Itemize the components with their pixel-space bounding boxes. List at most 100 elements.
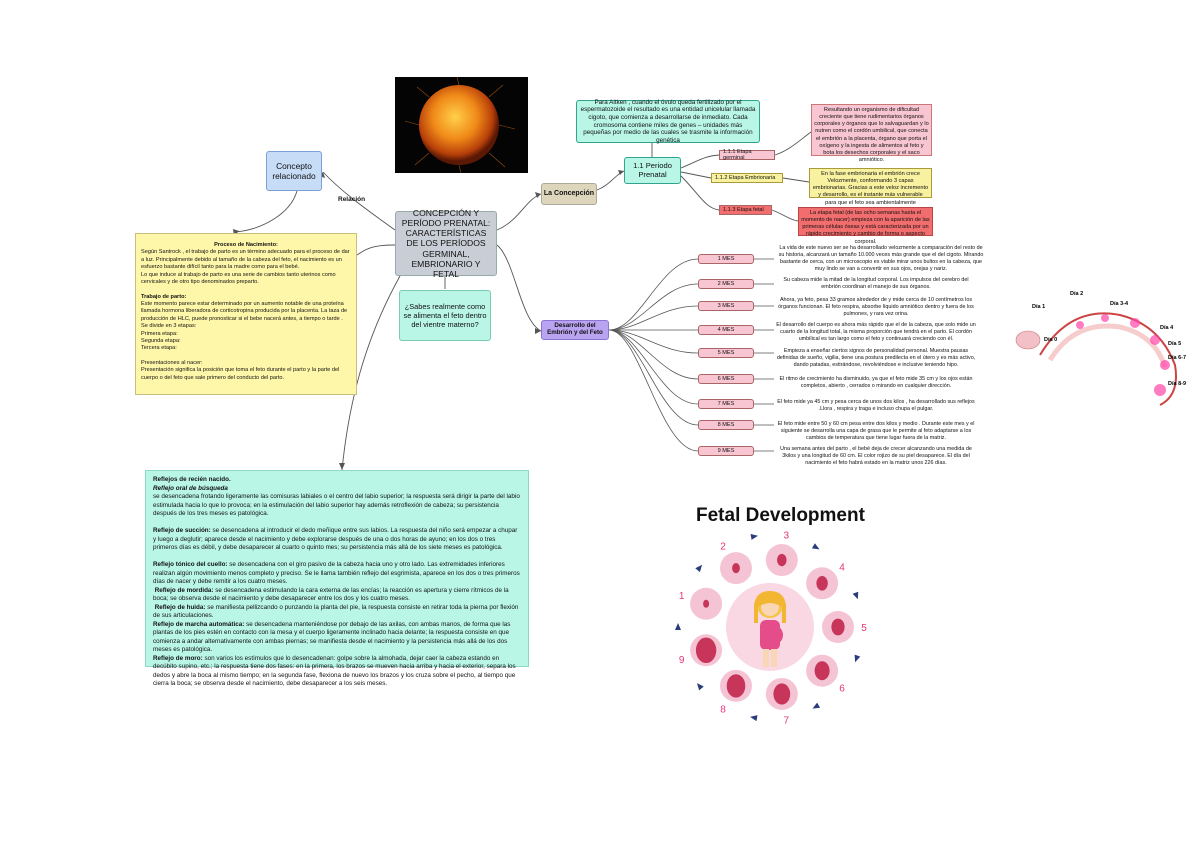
fertilization-diagram: Día 1 Día 2 Día 3-4 Día 4 Día 5 Día 6-7 … xyxy=(1015,291,1186,406)
month-8[interactable]: 8 MES xyxy=(698,420,754,430)
arrow-icon xyxy=(675,623,681,630)
arrow-icon xyxy=(696,683,704,691)
reflex-text: se manifiesta pellizcando o punzando la … xyxy=(153,603,519,620)
month-3-text: Ahora, ya feto, pesa 33 gramos alrededor… xyxy=(778,297,974,318)
labor-line: Este momento parece estar determinado po… xyxy=(141,301,348,322)
fetus-icon xyxy=(732,563,740,574)
fetal-development-wheel: 1 2 3 4 5 6 7 8 9 xyxy=(675,530,867,727)
arrow-icon xyxy=(852,591,859,600)
month-1[interactable]: 1 MES xyxy=(698,254,754,264)
month-number: 9 xyxy=(679,655,685,666)
fetus-icon xyxy=(703,599,710,608)
day-label: Día 6-7 xyxy=(1168,355,1186,361)
fetus-icon xyxy=(831,618,845,636)
arrow-icon xyxy=(695,564,703,573)
arrow-icon xyxy=(854,654,861,663)
related-concept-node[interactable]: Concepto relacionado xyxy=(266,151,322,191)
reflexes-title: Reflejos de recién nacido. xyxy=(153,476,231,483)
stage-embryonic-desc: En la fase embrionaria el embrión crece … xyxy=(809,168,932,213)
birth-line: Según Santrock , el trabajo de parto es … xyxy=(141,249,350,271)
arrow-icon xyxy=(750,533,758,540)
cell-photo xyxy=(395,77,528,173)
reflex-name: Reflejo de moro: xyxy=(153,654,203,662)
reflex-name: Reflejo de marcha automática: xyxy=(153,620,245,628)
month-number: 6 xyxy=(839,683,845,694)
month-5-text: Empieza a enseñar ciertos signos de pers… xyxy=(776,348,976,369)
arrow-icon xyxy=(811,543,820,550)
presentation-line: Presentaciones al nacer: xyxy=(141,360,203,366)
reflex-name: Reflejo oral de búsqueda xyxy=(153,484,228,492)
fetus-icon xyxy=(695,637,717,664)
reflex-name: Reflejo tónico del cuello: xyxy=(153,561,228,568)
month-9[interactable]: 9 MES xyxy=(698,446,754,456)
month-1-text: La vida de este nuevo ser se ha desarrol… xyxy=(778,245,984,273)
day-label: Día 5 xyxy=(1168,341,1181,347)
day-label: Día 1 xyxy=(1032,304,1045,310)
mother-figure-icon xyxy=(754,591,786,667)
month-4[interactable]: 4 MES xyxy=(698,325,754,335)
presentation-line: Presentación significa la posición que t… xyxy=(141,367,340,381)
month-number: 3 xyxy=(784,530,790,541)
newborn-reflexes-note[interactable]: Reflejos de recién nacido. Reflejo oral … xyxy=(145,470,529,687)
fetus-icon xyxy=(816,575,828,591)
day-label: Día 4 xyxy=(1160,325,1174,331)
reflex-name: Reflejo de succión: xyxy=(153,527,211,534)
reflex-text: se desencadena al introducir el dedo meñ… xyxy=(153,527,518,551)
birth-line: Lo que induce al trabajo de parto es una… xyxy=(141,271,336,285)
relation-label: Relación xyxy=(338,196,366,203)
labor-line: Tercera etapa: xyxy=(141,345,177,352)
month-number: 7 xyxy=(784,716,790,727)
month-number: 1 xyxy=(679,591,685,602)
month-7-text: El feto mide ya 45 cm y pesa cerca de un… xyxy=(777,399,975,413)
labor-line: Se divide en 3 etapas: xyxy=(141,323,197,330)
reflex-text: son varios los estímulos que lo desencad… xyxy=(153,654,516,688)
fetus-icon xyxy=(773,683,791,705)
arrow-icon xyxy=(750,715,758,722)
month-6-text: El ritmo de crecimiento ha disminuido, y… xyxy=(779,376,973,390)
fetus-icon xyxy=(726,674,746,698)
month-number: 5 xyxy=(861,623,867,634)
question-node[interactable]: ¿Sabes realmente como se alimenta el fet… xyxy=(399,290,491,341)
birth-process-title: Proceso de Nacimiento: xyxy=(214,242,278,248)
month-number: 2 xyxy=(720,542,726,553)
stage-germinal-desc: Resultando un organismo de dificultad cr… xyxy=(811,104,932,163)
month-2[interactable]: 2 MES xyxy=(698,279,754,289)
stage-germinal[interactable]: 1.1.1 Etapa germinal xyxy=(719,149,775,161)
aitken-note[interactable]: Para Aitken , cuando el óvulo queda fert… xyxy=(576,99,760,144)
reflex-text: se desencadena estimulando la cara exter… xyxy=(153,586,509,603)
reflex-name: Reflejo de huida: xyxy=(154,603,206,611)
day-label: Día 0 xyxy=(1044,337,1057,343)
labor-line: Primera etapa: xyxy=(141,330,178,337)
month-9-text: Una semana antes del parto , el bebé dej… xyxy=(780,446,972,467)
fetus-icon xyxy=(814,661,830,681)
month-5[interactable]: 5 MES xyxy=(698,348,754,358)
arrow-icon xyxy=(812,702,821,709)
central-topic[interactable]: CONCEPCIÓN Y PERÍODO PRENATAL: CARACTERÍ… xyxy=(395,208,497,279)
development-node[interactable]: Desarrollo del Embrión y del Feto xyxy=(541,320,609,340)
conception-node[interactable]: La Concepción xyxy=(541,183,597,205)
stage-embryonic[interactable]: 1.1.2 Etapa Embrionaria xyxy=(711,173,783,183)
day-label: Día 3-4 xyxy=(1110,301,1129,307)
birth-process-note[interactable]: Proceso de Nacimiento: Según Santrock , … xyxy=(135,233,357,395)
labor-line: Segunda etapa: xyxy=(141,337,181,344)
reflex-text: se desencadena manteniéndose por debajo … xyxy=(153,620,511,654)
fetal-development-title: Fetal Development xyxy=(696,505,865,526)
month-2-text: Su cabeza mide la mitad de la longitud c… xyxy=(783,277,969,291)
month-7[interactable]: 7 MES xyxy=(698,399,754,409)
reflex-text: se desencadena con el giro pasivo de la … xyxy=(153,561,520,585)
day-label: Día 2 xyxy=(1070,291,1083,297)
fetus-icon xyxy=(777,553,787,567)
labor-subtitle: Trabajo de parto: xyxy=(141,293,187,300)
month-number: 8 xyxy=(720,704,726,715)
day-label: Día 8-9 xyxy=(1168,381,1186,387)
stage-fetal-desc: La etapa fetal (de las ocho semanas hast… xyxy=(798,207,933,245)
month-8-text: El feto mide entre 50 y 60 cm pesa entre… xyxy=(777,421,975,442)
month-4-text: El desarrollo del cuerpo es ahora más rá… xyxy=(776,322,976,343)
stage-fetal[interactable]: 1.1.3 Etapa fetal xyxy=(719,205,772,215)
prenatal-period-node[interactable]: 1.1 Periodo Prenatal xyxy=(624,157,681,184)
month-6[interactable]: 6 MES xyxy=(698,374,754,384)
month-number: 4 xyxy=(839,563,845,574)
reflex-text: se desencadena frotando ligeramente las … xyxy=(153,493,520,517)
month-3[interactable]: 3 MES xyxy=(698,301,754,311)
reflex-name: Reflejo de mordida: xyxy=(154,586,214,594)
